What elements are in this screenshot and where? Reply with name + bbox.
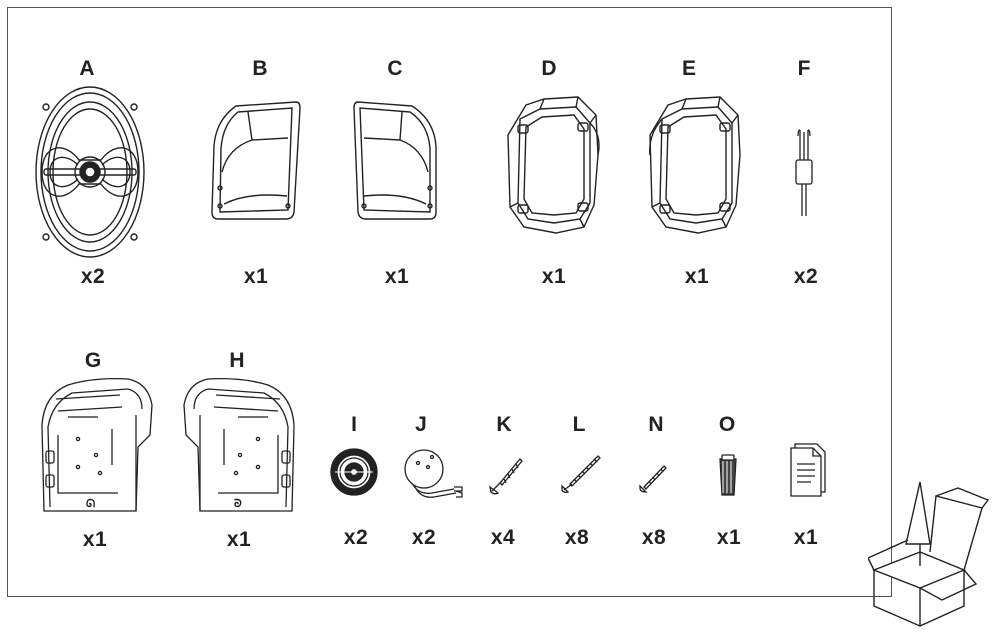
- screw-icon: [488, 455, 524, 495]
- part-label-f: F: [797, 57, 811, 80]
- short-screw-icon: [638, 462, 670, 492]
- manual-document-icon: [789, 442, 829, 500]
- wire-connector-icon: [792, 128, 816, 220]
- part-label-i: I: [351, 413, 357, 436]
- part-label-n: N: [648, 413, 664, 436]
- part-qty-k: x4: [490, 526, 516, 549]
- package-box-icon: [868, 481, 990, 627]
- part-qty-g: x1: [82, 528, 108, 551]
- part-qty-o: x1: [716, 526, 742, 549]
- part-label-l: L: [572, 413, 586, 436]
- part-label-e: E: [681, 57, 697, 80]
- svg-text:ᘐ: ᘐ: [234, 497, 242, 510]
- speaker-pod-right-icon: [208, 100, 304, 222]
- wire-tap-connector-icon: [717, 453, 739, 499]
- coaxial-speaker-icon: [34, 85, 146, 260]
- mounting-plate-icon: ᘏ: [38, 375, 154, 515]
- long-screw-icon: [560, 452, 602, 494]
- part-label-h: H: [229, 349, 245, 372]
- part-qty-j: x2: [411, 526, 437, 549]
- part-qty-h: x1: [226, 528, 252, 551]
- part-qty-c: x1: [384, 265, 410, 288]
- tweeter-with-wires-icon: [402, 447, 464, 503]
- part-label-g: G: [84, 349, 102, 372]
- part-label-j: J: [415, 413, 427, 436]
- part-label-k: K: [496, 413, 512, 436]
- part-qty-l: x8: [564, 526, 590, 549]
- part-qty-a: x2: [80, 265, 106, 288]
- part-label-o: O: [718, 413, 736, 436]
- part-qty-n: x8: [641, 526, 667, 549]
- svg-text:ᘏ: ᘏ: [86, 497, 95, 510]
- part-qty-d: x1: [541, 265, 567, 288]
- part-label-b: B: [252, 57, 268, 80]
- part-label-c: C: [387, 57, 403, 80]
- tweeter-icon: [329, 447, 379, 497]
- speaker-pod-left-icon: [350, 100, 442, 222]
- part-qty-e: x1: [684, 265, 710, 288]
- part-label-a: A: [79, 57, 95, 80]
- part-qty-b: x1: [243, 265, 269, 288]
- mounting-plate-icon: ᘐ: [182, 375, 298, 515]
- part-label-d: D: [541, 57, 557, 80]
- parts-list-frame: [7, 7, 892, 597]
- part-qty-manual: x1: [793, 526, 819, 549]
- part-qty-f: x2: [793, 265, 819, 288]
- speaker-adapter-bracket-icon: [648, 95, 744, 235]
- part-qty-i: x2: [343, 526, 369, 549]
- speaker-adapter-bracket-icon: [506, 95, 602, 235]
